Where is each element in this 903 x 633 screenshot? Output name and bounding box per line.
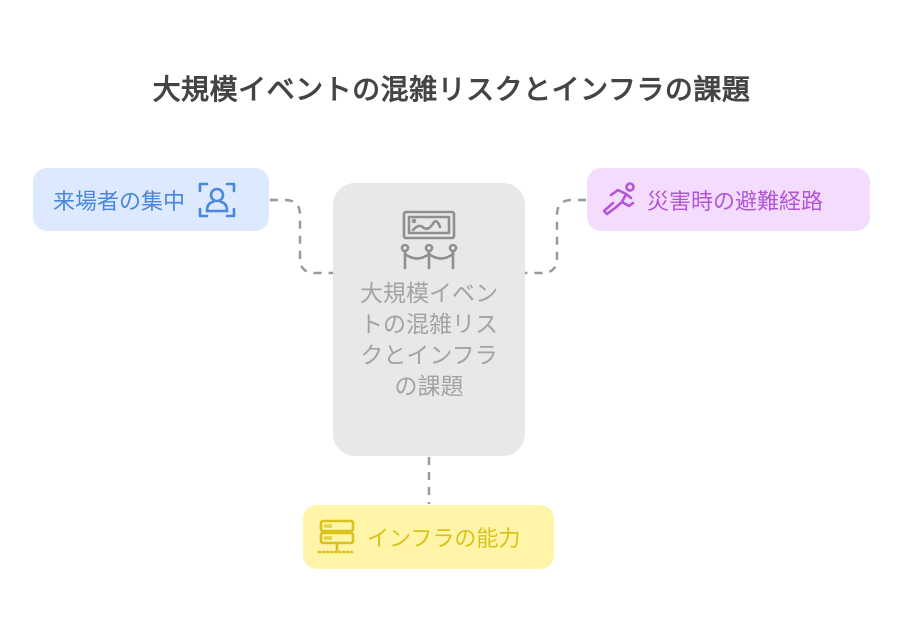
connector-left <box>270 198 333 275</box>
node-center-topic[interactable]: 大規模イベントの混雑リスクとインフラの課題 <box>333 183 525 456</box>
center-label: 大規模イベントの混雑リスクとインフラの課題 <box>360 281 498 400</box>
connector-right <box>525 198 586 275</box>
node-visitor-concentration[interactable]: 来場者の集中 <box>33 168 269 231</box>
running-person-icon <box>601 181 639 219</box>
node-infrastructure-capacity[interactable]: インフラの能力 <box>303 505 554 569</box>
face-scan-person-icon <box>197 180 237 220</box>
node-evacuation-routes[interactable]: 災害時の避難経路 <box>587 168 870 231</box>
node-label: 災害時の避難経路 <box>647 189 824 215</box>
diagram-title: 大規模イベントの混雑リスクとインフラの課題 <box>152 73 751 106</box>
server-icon <box>317 517 357 557</box>
node-label: 来場者の集中 <box>53 189 186 215</box>
node-label: インフラの能力 <box>367 527 521 552</box>
museum-exhibit-icon <box>399 209 459 271</box>
